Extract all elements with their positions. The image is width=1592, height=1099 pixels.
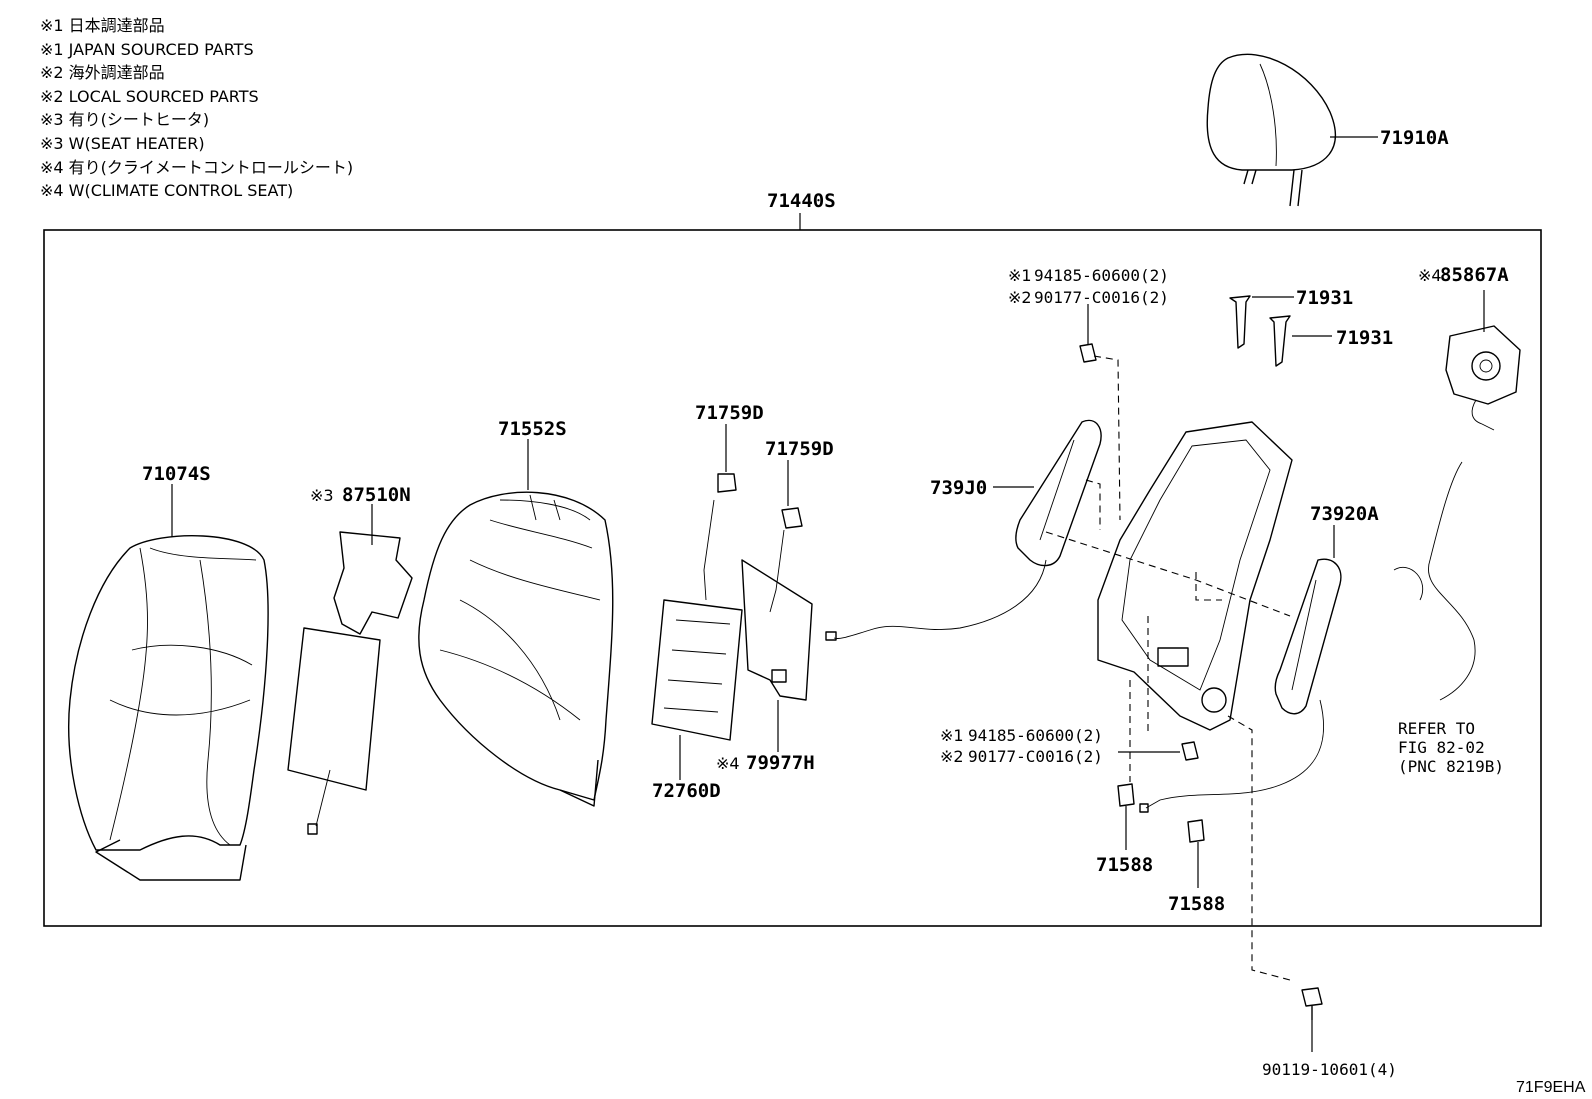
label-94185-mid: 94185-60600(2) bbox=[968, 726, 1103, 745]
label-739J0: 739J0 bbox=[930, 477, 987, 499]
bolt-drawing bbox=[1301, 987, 1323, 1052]
note-2: ※1 JAPAN SOURCED PARTS bbox=[40, 39, 254, 59]
label-71759D-a: 71759D bbox=[695, 402, 764, 424]
label-85867A: 85867A bbox=[1440, 264, 1509, 286]
mark-nut-top-1: ※1 bbox=[1008, 266, 1032, 285]
seatback-frame-drawing bbox=[1097, 421, 1293, 731]
figure-code: 71F9EHA bbox=[1516, 1079, 1586, 1096]
note-5: ※3 有り(シートヒータ) bbox=[40, 110, 210, 130]
mark-79977H: ※4 bbox=[716, 754, 740, 773]
mark-nut-top-2: ※2 bbox=[1008, 288, 1032, 307]
label-71759D-b: 71759D bbox=[765, 438, 834, 460]
nut-mid-drawing bbox=[1118, 741, 1199, 761]
label-90177-mid: 90177-C0016(2) bbox=[968, 747, 1103, 766]
reference-line-3: (PNC 8219B) bbox=[1398, 757, 1504, 776]
lumbar-support-drawing bbox=[651, 499, 813, 780]
label-71074S: 71074S bbox=[142, 463, 211, 485]
label-90177-top: 90177-C0016(2) bbox=[1034, 288, 1169, 307]
seatback-cover-drawing bbox=[68, 484, 269, 881]
label-71552S: 71552S bbox=[498, 418, 567, 440]
blower-drawing bbox=[1445, 290, 1521, 431]
note-3: ※2 海外調達部品 bbox=[40, 63, 165, 83]
note-1: ※1 日本調達部品 bbox=[40, 16, 165, 35]
fastener-drawing bbox=[1117, 783, 1205, 888]
side-pad-left-drawing bbox=[825, 419, 1102, 641]
label-71588-b: 71588 bbox=[1168, 893, 1225, 915]
label-71588-a: 71588 bbox=[1096, 854, 1153, 876]
assembly-frame bbox=[43, 229, 1542, 927]
label-79977H: 79977H bbox=[746, 752, 815, 774]
note-6: ※3 W(SEAT HEATER) bbox=[40, 133, 205, 153]
label-87510N: 87510N bbox=[342, 484, 411, 506]
seat-heater-drawing bbox=[287, 504, 413, 835]
clip-b-drawing bbox=[781, 460, 803, 529]
reference-line-2: FIG 82-02 bbox=[1398, 738, 1485, 757]
label-73920A: 73920A bbox=[1310, 503, 1379, 525]
label-71931-a: 71931 bbox=[1296, 287, 1353, 309]
label-94185-top: 94185-60600(2) bbox=[1034, 266, 1169, 285]
nut-top-drawing bbox=[1079, 304, 1097, 363]
note-7: ※4 有り(クライメートコントロールシート) bbox=[40, 157, 354, 177]
headrest-guide-drawing bbox=[1229, 295, 1332, 367]
label-71910A: 71910A bbox=[1380, 127, 1449, 149]
note-8: ※4 W(CLIMATE CONTROL SEAT) bbox=[40, 181, 294, 201]
label-71440S: 71440S bbox=[767, 190, 836, 212]
label-71931-b: 71931 bbox=[1336, 327, 1393, 349]
seatback-pad-drawing bbox=[418, 439, 614, 807]
reference-line-1: REFER TO bbox=[1398, 719, 1475, 738]
mark-nut-mid-1: ※1 bbox=[940, 726, 964, 745]
clip-a-drawing bbox=[717, 424, 737, 493]
mark-nut-mid-2: ※2 bbox=[940, 747, 964, 766]
mark-85867A: ※4 bbox=[1418, 266, 1442, 285]
legend-notes: ※1 日本調達部品 ※1 JAPAN SOURCED PARTS ※2 海外調達… bbox=[40, 14, 353, 203]
note-4: ※2 LOCAL SOURCED PARTS bbox=[40, 86, 259, 106]
headrest-drawing bbox=[1206, 53, 1378, 207]
label-90119: 90119-10601(4) bbox=[1262, 1060, 1397, 1079]
side-pad-right-drawing bbox=[1274, 525, 1342, 715]
label-72760D: 72760D bbox=[652, 780, 721, 802]
wire-harness-drawing bbox=[1139, 461, 1476, 813]
mark-87510N: ※3 bbox=[310, 486, 334, 505]
